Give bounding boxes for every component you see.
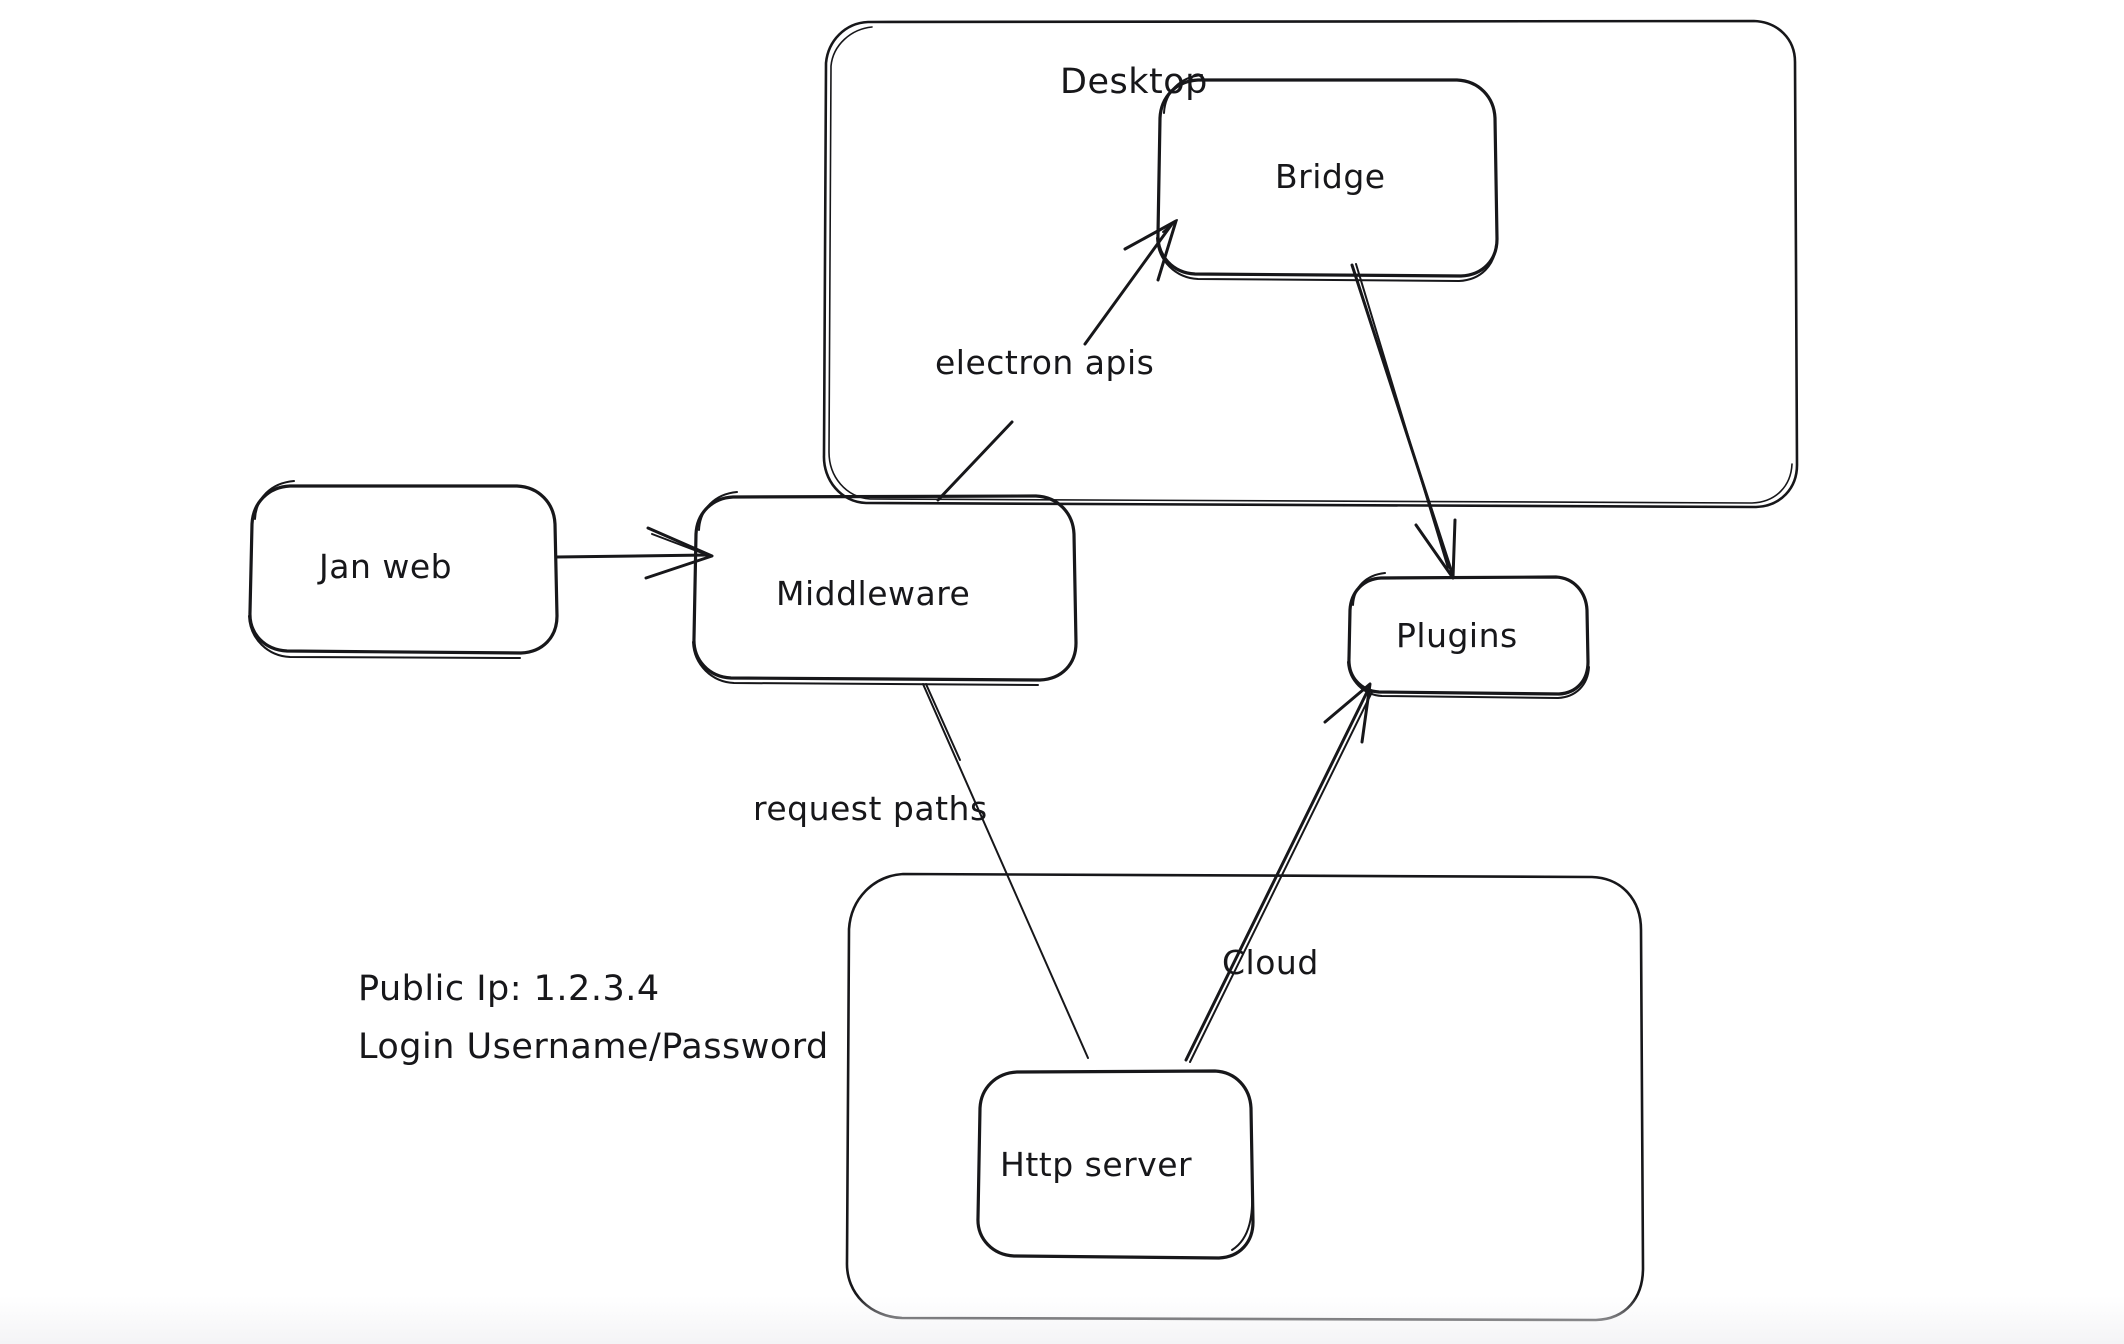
group-desktop-outline	[822, 19, 1799, 509]
node-jan-web-label: Jan web	[317, 547, 452, 586]
edge-middleware-to-http-server[interactable]: request paths	[753, 683, 1089, 1059]
node-plugins-outline	[1347, 575, 1590, 696]
note-block: Public Ip: 1.2.3.4 Login Username/Passwo…	[358, 969, 829, 1067]
node-plugins-label: Plugins	[1396, 616, 1518, 655]
node-bridge-outline	[1156, 78, 1499, 278]
node-jan-web[interactable]: Jan web	[248, 480, 559, 659]
edge-bridge-to-plugins-line-echo	[1355, 263, 1449, 569]
edge-middleware-to-bridge-line-lower	[936, 420, 1014, 502]
node-jan-web-outline-echo	[248, 480, 521, 659]
group-desktop-outline-echo	[828, 26, 1793, 504]
node-http-server-outline-echo	[1231, 1189, 1254, 1251]
edge-jan-web-to-middleware-arrowhead-echo	[651, 533, 711, 557]
edge-middleware-to-bridge-arrowhead-echo	[1162, 219, 1178, 233]
node-middleware-outline-echo	[692, 491, 1039, 686]
edge-http-server-to-plugins-label: Cloud	[1222, 943, 1319, 982]
note-public-ip: Public Ip: 1.2.3.4	[358, 969, 660, 1009]
node-middleware-outline	[692, 494, 1078, 682]
edge-jan-web-to-middleware[interactable]	[554, 526, 714, 580]
edge-jan-web-to-middleware-line	[554, 553, 710, 559]
note-login-credentials: Login Username/Password	[358, 1027, 829, 1067]
node-bridge-outline-echo	[1156, 74, 1497, 282]
node-http-server[interactable]: Http server	[976, 1069, 1255, 1260]
edge-jan-web-to-middleware-arrowhead	[644, 526, 714, 580]
node-plugins-outline-echo	[1347, 572, 1590, 699]
edge-http-server-to-plugins[interactable]: Cloud	[1184, 682, 1373, 1063]
group-desktop[interactable]: Desktop	[822, 19, 1799, 509]
node-bridge-label: Bridge	[1275, 157, 1386, 196]
edge-http-server-to-plugins-line	[1184, 688, 1370, 1062]
node-middleware-label: Middleware	[776, 574, 970, 613]
node-plugins[interactable]: Plugins	[1347, 572, 1590, 699]
edge-middleware-to-http-server-line	[922, 683, 1089, 1059]
edge-bridge-to-plugins[interactable]	[1350, 263, 1457, 580]
node-bridge[interactable]: Bridge	[1156, 74, 1499, 282]
node-middleware[interactable]: Middleware	[692, 491, 1078, 686]
edge-middleware-to-bridge[interactable]: electron apis	[935, 219, 1178, 502]
edge-middleware-to-bridge-label: electron apis	[935, 343, 1154, 382]
node-jan-web-outline	[248, 484, 559, 655]
edge-http-server-to-plugins-line-echo	[1189, 691, 1373, 1063]
node-http-server-label: Http server	[1000, 1145, 1192, 1184]
edge-middleware-to-http-server-label: request paths	[753, 789, 988, 828]
edge-http-server-to-plugins-arrowhead	[1323, 682, 1372, 744]
edge-middleware-to-http-server-line-echo	[925, 683, 961, 761]
node-http-server-outline	[976, 1069, 1255, 1260]
